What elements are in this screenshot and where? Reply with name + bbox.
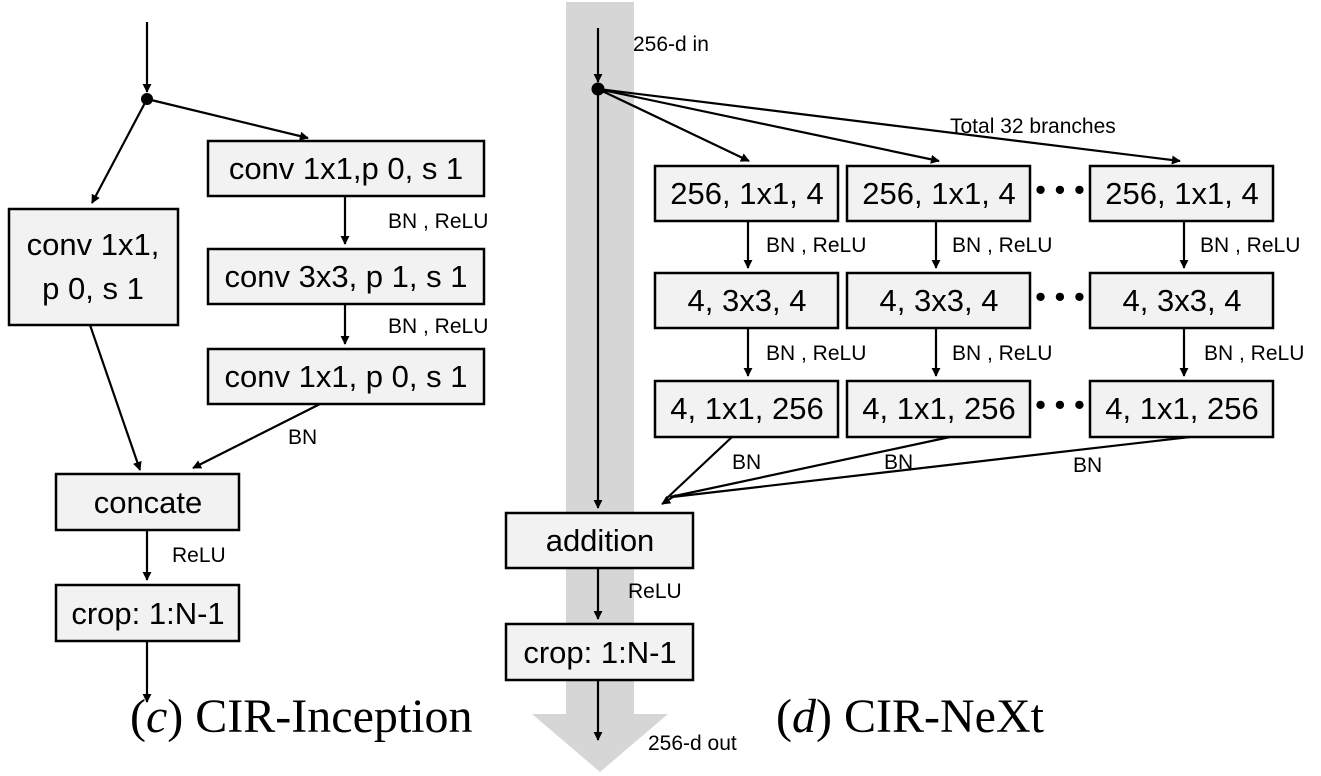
edge-to-branch-2 [597, 87, 940, 164]
branch2-bn-relu-2: BN , ReLU [952, 342, 1052, 365]
identity-shortcut-band [532, 2, 668, 772]
branch1-row3-label: 4, 1x1, 256 [670, 391, 823, 426]
merge-line-1 [665, 436, 733, 500]
right-conv1-label: conv 1x1,p 0, s 1 [229, 151, 463, 186]
edge-to-branch-1 [597, 88, 750, 162]
right-conv2-label: conv 3x3, p 1, s 1 [225, 259, 468, 294]
bn-relu-label-1: BN , ReLU [388, 210, 488, 233]
branch2-row2-label: 4, 3x3, 4 [880, 283, 999, 318]
relu-label: ReLU [172, 544, 226, 567]
edge-to-left-branch [91, 98, 148, 204]
branch2-row2-box [845, 271, 1032, 330]
branches-label: Total 32 branches [950, 115, 1116, 138]
concat-label: concate [94, 485, 203, 520]
addition-box [504, 511, 695, 570]
right-conv3-box [206, 347, 486, 406]
branch2-row3-box [845, 379, 1032, 439]
ellipsis-row3: • • • [1035, 387, 1085, 422]
branch32-row3-box [1088, 379, 1275, 439]
branch32-bn-relu-2: BN , ReLU [1204, 342, 1304, 365]
left-conv-line1: conv 1x1, [27, 227, 160, 262]
bn-relu-label-2: BN , ReLU [388, 315, 488, 338]
merge-line-2 [669, 435, 951, 499]
right-conv3-label: conv 1x1, p 0, s 1 [225, 359, 468, 394]
next-crop-label: crop: 1:N-1 [523, 635, 676, 670]
branch-column-1: 256, 1x1, 4 BN , ReLU 4, 3x3, 4 BN , ReL… [653, 164, 866, 439]
branch2-row1-box [845, 164, 1032, 223]
branch1-row3-box [653, 379, 840, 439]
concat-box [54, 472, 241, 532]
branch32-row2-box [1088, 271, 1275, 330]
merge-arrowhead [661, 494, 677, 505]
merge-line-32 [671, 435, 1191, 499]
merge-bn-label-2: BN [884, 451, 913, 474]
output-label: 256-d out [648, 732, 737, 755]
branch-column-32: 256, 1x1, 4 BN , ReLU 4, 3x3, 4 BN , ReL… [1088, 164, 1304, 439]
caption-d-letter: d [792, 690, 817, 743]
caption-d-text: CIR-NeXt [844, 690, 1045, 743]
merge-bn-label-32: BN [1073, 454, 1102, 477]
cir-next-block: 256-d in Total 32 branches 256, 1x1, 4 B… [504, 28, 1304, 755]
edge-to-branch-32 [597, 87, 1181, 165]
next-relu-label: ReLU [628, 580, 682, 603]
branch1-row2-box [653, 271, 840, 330]
right-conv2-box [206, 247, 486, 306]
caption-c: (c) CIR-Inception [130, 690, 473, 743]
branch-column-2: 256, 1x1, 4 BN , ReLU 4, 3x3, 4 BN , ReL… [845, 164, 1052, 439]
edge-right-to-concat [192, 403, 321, 469]
merge-bn-label-1: BN [732, 451, 761, 474]
left-conv-box [7, 207, 180, 327]
branch2-bn-relu-1: BN , ReLU [952, 234, 1052, 257]
caption-c-letter: c [146, 690, 167, 743]
left-conv-line2: p 0, s 1 [42, 271, 144, 306]
caption-d: (d) CIR-NeXt [776, 690, 1045, 743]
branch1-bn-relu-1: BN , ReLU [766, 234, 866, 257]
ellipsis-row1: • • • [1035, 172, 1085, 207]
cir-inception-block: conv 1x1, p 0, s 1 conv 1x1,p 0, s 1 BN … [7, 22, 488, 743]
branch32-bn-relu-1: BN , ReLU [1200, 234, 1300, 257]
right-conv1-box [206, 139, 486, 198]
next-crop-box [504, 622, 695, 682]
branch1-row1-box [653, 164, 840, 223]
branch32-row2-label: 4, 3x3, 4 [1123, 283, 1242, 318]
branch1-row1-label: 256, 1x1, 4 [670, 176, 823, 211]
crop-label: crop: 1:N-1 [71, 596, 224, 631]
bn-label: BN [288, 426, 317, 449]
caption-c-text: CIR-Inception [195, 690, 472, 743]
branch32-row3-label: 4, 1x1, 256 [1105, 391, 1258, 426]
branch1-row2-label: 4, 3x3, 4 [688, 283, 807, 318]
branch32-row1-label: 256, 1x1, 4 [1105, 176, 1258, 211]
branch2-row1-label: 256, 1x1, 4 [862, 176, 1015, 211]
edge-left-to-concat [88, 324, 142, 471]
edge-to-right-branch [146, 97, 309, 141]
branch1-bn-relu-2: BN , ReLU [766, 342, 866, 365]
input-label: 256-d in [633, 33, 709, 56]
addition-label: addition [546, 523, 655, 558]
ellipsis-row2: • • • [1035, 279, 1085, 314]
branch2-row3-label: 4, 1x1, 256 [862, 391, 1015, 426]
branch32-row1-box [1088, 164, 1275, 223]
